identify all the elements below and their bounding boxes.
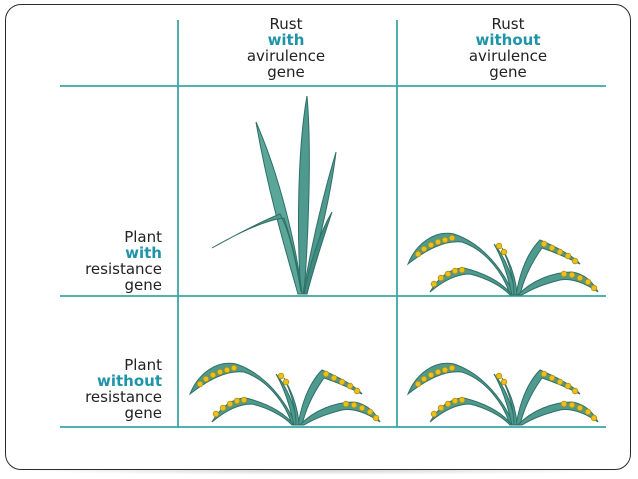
column-header-accent: without <box>475 31 541 49</box>
row-header-accent: with <box>125 244 162 262</box>
row-header-line: resistance <box>85 388 162 406</box>
row-header-line: Plant <box>124 228 162 246</box>
healthy-plant-leaves <box>211 95 337 295</box>
column-header-line: avirulence <box>246 47 326 65</box>
infected-plant-icon <box>406 362 599 426</box>
column-header-rust-with-avirulence: Rust with avirulence gene <box>226 16 346 80</box>
healthy-plant-icon <box>211 95 337 295</box>
row-header-plant-with-resistance: Plant with resistance gene <box>40 229 162 293</box>
rust-spots <box>414 234 598 292</box>
row-header-line: resistance <box>85 260 162 278</box>
column-header-line: gene <box>267 63 305 81</box>
infected-plant-icon <box>406 232 599 296</box>
row-header-line: gene <box>124 276 163 294</box>
column-header-line: Rust <box>269 15 303 33</box>
infected-plant-icon <box>188 362 381 426</box>
row-header-accent: without <box>96 372 162 390</box>
column-header-accent: with <box>267 31 305 49</box>
row-header-line: gene <box>124 404 163 422</box>
slide-shadow <box>10 465 626 475</box>
rust-spots <box>414 364 598 422</box>
column-header-line: avirulence <box>468 47 548 65</box>
row-header-line: Plant <box>124 356 162 374</box>
row-header-plant-without-resistance: Plant without resistance gene <box>40 357 162 421</box>
rust-spots <box>196 364 380 422</box>
column-header-line: gene <box>489 63 527 81</box>
column-header-line: Rust <box>491 15 525 33</box>
column-header-rust-without-avirulence: Rust without avirulence gene <box>446 16 570 80</box>
